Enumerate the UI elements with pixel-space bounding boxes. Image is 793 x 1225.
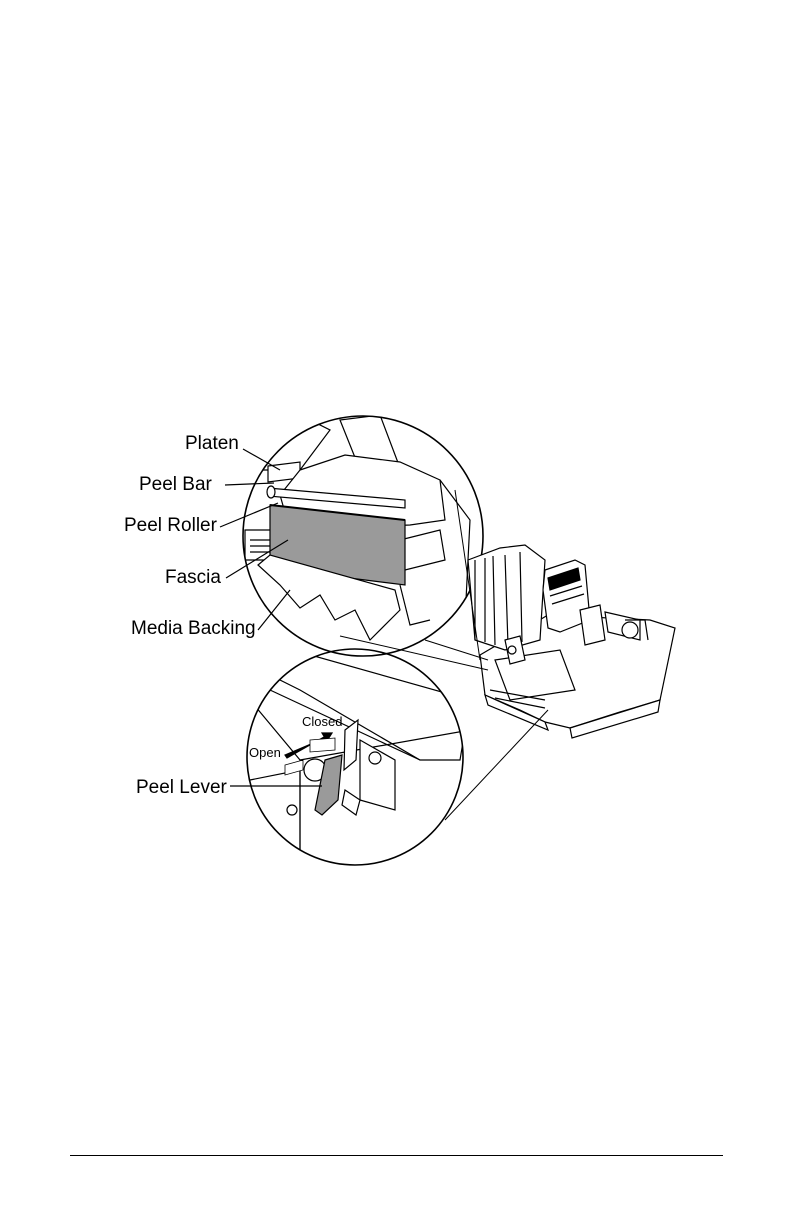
printer-illustration (468, 545, 675, 738)
label-peel-lever: Peel Lever (136, 777, 228, 798)
label-closed: Closed (302, 714, 342, 729)
footer-rule (70, 1155, 723, 1156)
label-platen: Platen (185, 433, 239, 454)
peel-mechanism-detail (243, 415, 483, 656)
label-fascia: Fascia (165, 567, 221, 588)
label-open: Open (249, 745, 281, 760)
label-peel-roller: Peel Roller (124, 515, 218, 536)
label-peel-bar: Peel Bar (139, 474, 213, 495)
label-media-backing: Media Backing (131, 618, 256, 639)
